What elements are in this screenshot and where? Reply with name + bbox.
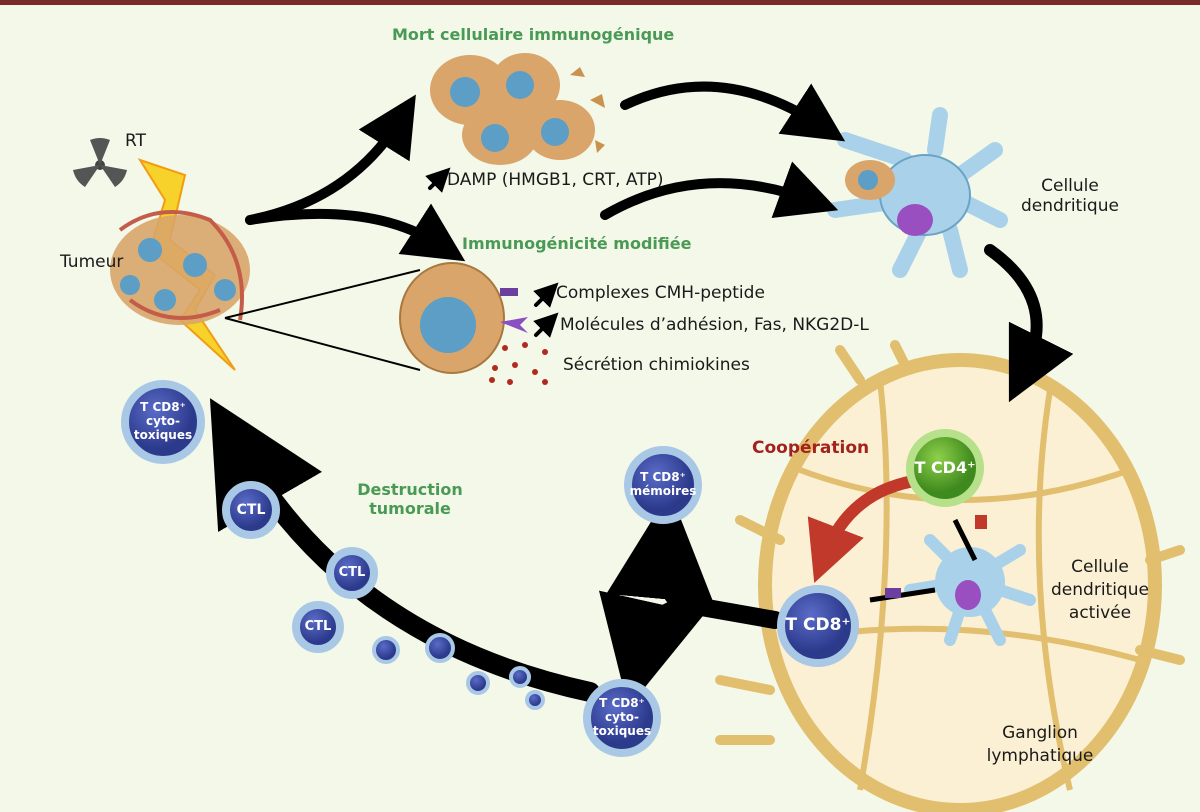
- t-cells: [121, 380, 984, 757]
- cell-text: T CD8⁺: [640, 470, 686, 485]
- immunogenicity-title: Immunogénicité modifiée: [462, 234, 692, 253]
- cell-text: T CD8⁺: [599, 696, 645, 711]
- destruction-line-2: tumorale: [369, 499, 451, 518]
- cell-text: cyto-: [605, 710, 639, 725]
- tumor-cells: [110, 210, 250, 325]
- zoom-lines: [224, 269, 421, 371]
- dendritic-line-2: dendritique: [1021, 196, 1119, 216]
- t-cd8-cytotoxic-bottom: T CD8⁺cyto-toxiques: [587, 683, 657, 753]
- cell-text: cyto-: [146, 414, 180, 429]
- cooperation-title: Coopération: [752, 438, 870, 458]
- adhesion-label: Molécules d’adhésion, Fas, NKG2D-L: [560, 315, 869, 335]
- lymph-node-line-2: lymphatique: [986, 745, 1094, 766]
- mhc-label: Complexes CMH-peptide: [556, 283, 765, 303]
- ctl-cell: CTL: [338, 564, 366, 580]
- chemokines-label: Sécrétion chimiokines: [563, 355, 750, 375]
- dendritic-activated-line-3: activée: [1068, 602, 1132, 623]
- destruction-line-1: Destruction: [357, 480, 463, 499]
- cell-text: T CD8⁺: [140, 400, 186, 415]
- ctl-cell: CTL: [304, 618, 332, 634]
- lymph-node-line-1: Ganglion: [1002, 723, 1078, 743]
- t-cd8-cytotoxic-top: T CD8⁺cyto-toxiques: [125, 384, 201, 460]
- icd-title: Mort cellulaire immunogénique: [392, 25, 675, 44]
- dying-tumor-cells: [430, 53, 605, 165]
- cell-text: toxiques: [133, 427, 193, 442]
- cell-text: mémoires: [629, 484, 697, 498]
- tumor-label: Tumeur: [60, 252, 124, 272]
- rt-label: RT: [125, 131, 146, 151]
- ctl-cell: CTL: [236, 501, 266, 518]
- dendritic-activated-line-1: Cellule: [1071, 557, 1129, 577]
- modified-tumor-cell: [399, 262, 548, 385]
- cell-text: toxiques: [592, 723, 652, 738]
- top-border: [0, 0, 1200, 5]
- t-cd8-memory: T CD8⁺mémoires: [628, 450, 698, 520]
- cooperation-arrow: [807, 474, 921, 583]
- radiation-icon: [73, 138, 127, 187]
- activated-dendritic-cell: [869, 515, 1036, 646]
- dendritic-line-1: Cellule: [1041, 176, 1099, 196]
- damp-label: DAMP (HMGB1, CRT, ATP): [447, 170, 664, 190]
- t-cd8-node: T CD8⁺: [785, 615, 851, 636]
- dendritic-activated-line-2: dendritique: [1051, 579, 1149, 600]
- dendritic-cell: [827, 107, 1008, 278]
- t-cd4: T CD4⁺: [914, 457, 976, 477]
